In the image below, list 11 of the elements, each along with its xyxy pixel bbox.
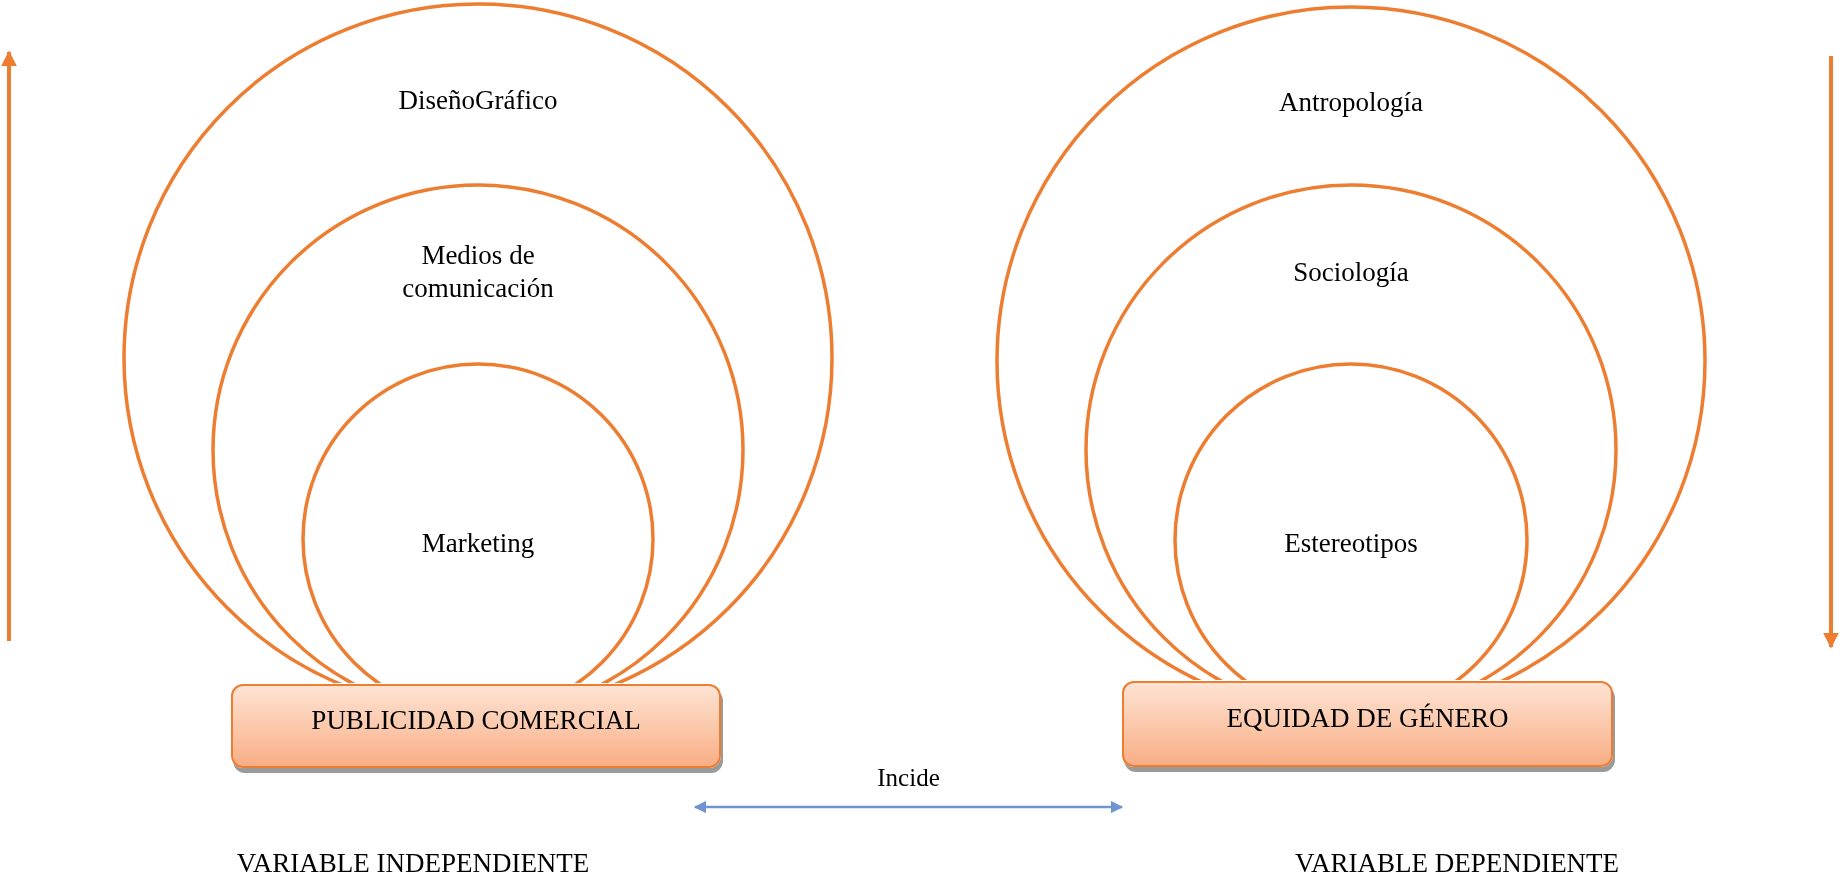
circle-label: Medios de comunicación [401,239,555,305]
circle-label: Antropología [1278,85,1424,119]
circle-label: Sociología [1292,255,1410,289]
variable-caption: VARIABLE DEPENDIENTE [1294,846,1620,877]
double-arrow [693,800,1124,814]
circle-label: Marketing [420,526,536,560]
box-label: EQUIDAD DE GÉNERO [1226,701,1509,735]
box-label: PUBLICIDAD COMERCIAL [311,703,641,737]
circle-label: Estereotipos [1283,526,1419,560]
variable-caption: VARIABLE INDEPENDIENTE [236,846,590,877]
circle-label: DiseñoGráfico [397,83,559,117]
